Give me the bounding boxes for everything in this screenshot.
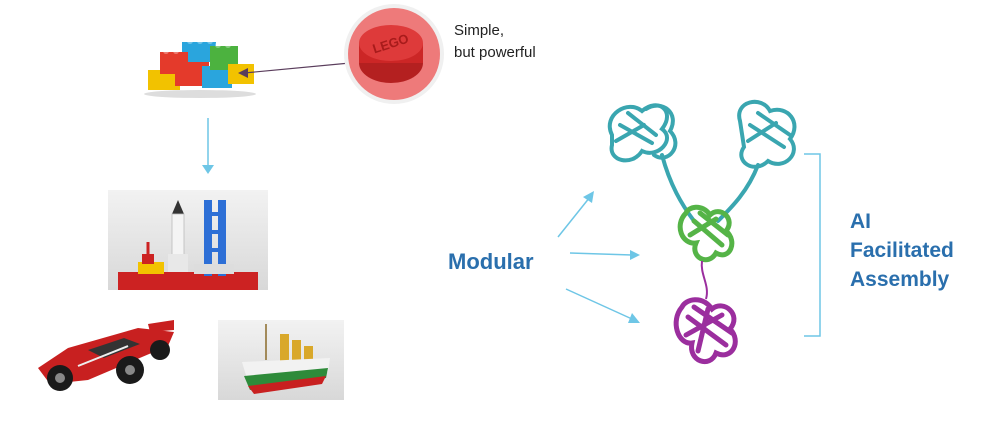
lego-stud-closeup: LEGO bbox=[343, 3, 445, 105]
race-car-model-image bbox=[28, 310, 178, 398]
down-arrow bbox=[200, 118, 216, 176]
ship-model-image bbox=[218, 320, 344, 400]
callout-line-2: but powerful bbox=[454, 44, 536, 61]
callout-line-1: Simple, bbox=[454, 22, 505, 39]
antibody-protein-structure bbox=[598, 95, 806, 380]
rocket-launch-model-image bbox=[108, 190, 268, 290]
assembly-line-1: AI bbox=[850, 210, 871, 233]
modular-arrows bbox=[552, 185, 652, 330]
assembly-line-3: Assembly bbox=[850, 268, 950, 291]
ai-facilitated-assembly-label: AI Facilitated Assembly bbox=[850, 207, 954, 294]
modular-label: Modular bbox=[448, 249, 534, 274]
callout-text: Simple, but powerful bbox=[454, 20, 536, 64]
assembly-line-2: Facilitated bbox=[850, 239, 954, 262]
assembly-bracket bbox=[800, 150, 830, 340]
callout-pointer-arrow bbox=[234, 55, 354, 85]
